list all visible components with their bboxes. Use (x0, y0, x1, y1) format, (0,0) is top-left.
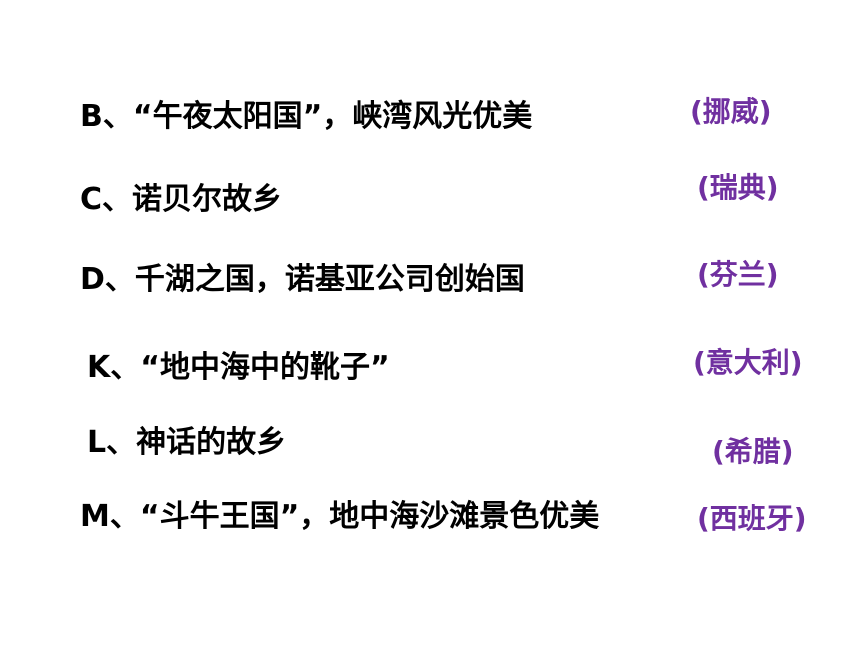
question-m: M、“斗牛王国”，地中海沙滩景色优美 (80, 499, 600, 534)
answer-d: (芬兰) (697, 258, 779, 291)
question-k: K、“地中海中的靴子” (87, 350, 390, 385)
question-d: D、千湖之国，诺基亚公司创始国 (80, 262, 525, 297)
question-l: L、神话的故乡 (87, 425, 287, 460)
answer-b: (挪威) (690, 95, 772, 128)
question-c: C、诺贝尔故乡 (80, 182, 283, 217)
answer-l: (希腊) (712, 435, 794, 468)
question-b: B、“午夜太阳国”，峡湾风光优美 (80, 99, 533, 134)
answer-c: (瑞典) (697, 171, 779, 204)
answer-m: (西班牙) (697, 502, 807, 535)
answer-k: (意大利) (693, 346, 803, 379)
